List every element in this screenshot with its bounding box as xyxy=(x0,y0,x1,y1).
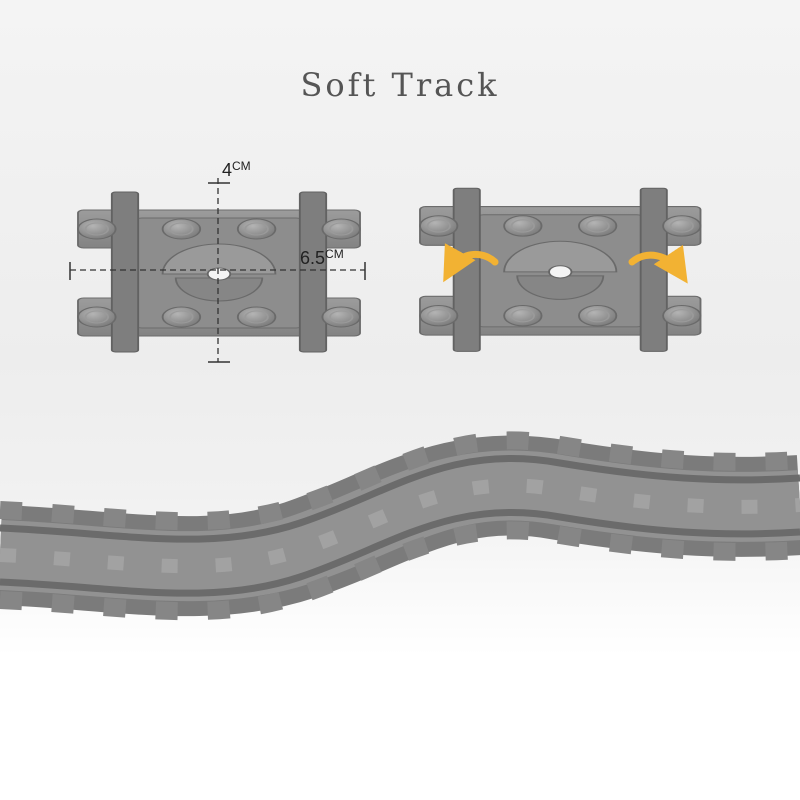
track-piece-flex xyxy=(420,188,701,351)
rotate-right-arrow-icon xyxy=(628,244,688,284)
width-dimension-label: 4CM xyxy=(222,159,251,180)
page-title: Soft Track xyxy=(300,66,500,104)
track-piece-dimensions: 4CM 6.5CM xyxy=(69,159,366,363)
length-dimension-label: 6.5CM xyxy=(300,247,344,268)
flexible-track-curve xyxy=(0,431,800,621)
rotate-left-arrow-icon xyxy=(443,243,499,283)
